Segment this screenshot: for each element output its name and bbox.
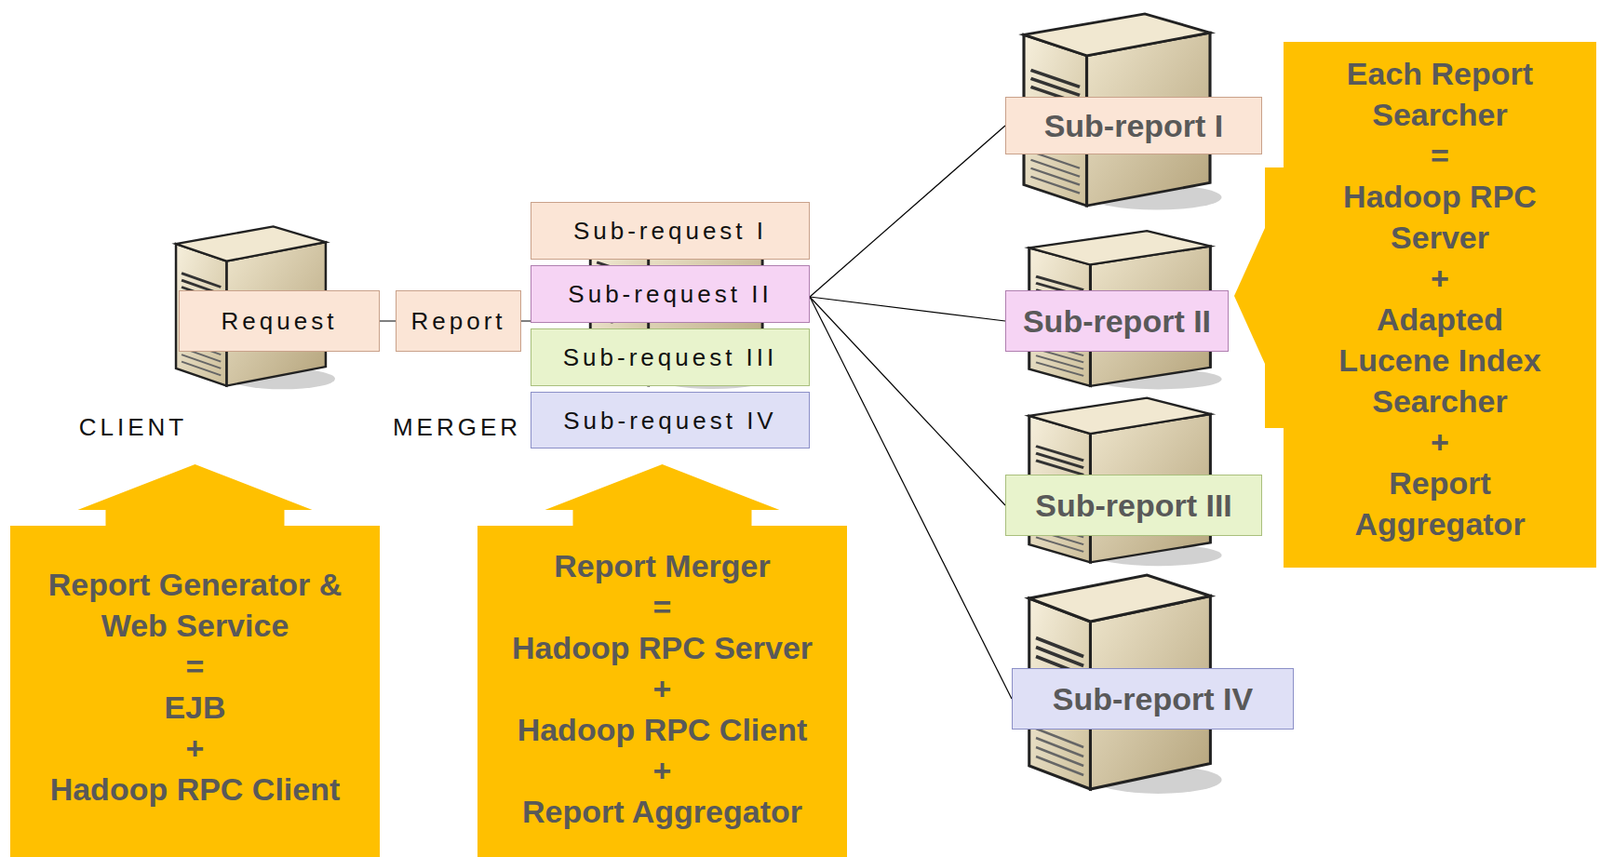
callout-text: Hadoop RPC Client xyxy=(477,709,848,751)
callout-text: EJB xyxy=(27,686,364,728)
connector-line xyxy=(809,296,1006,506)
connector-line xyxy=(809,125,1006,297)
callout-text: Hadoop RPC Server xyxy=(1326,175,1555,258)
merger-callout: Report Merger=Hadoop RPC Server+Hadoop R… xyxy=(477,464,848,857)
callout-text: = xyxy=(27,645,364,687)
callout-text: = xyxy=(477,586,848,628)
client-node: CLIENTRequest xyxy=(168,219,380,393)
callout-text: + xyxy=(477,668,848,710)
callout-text: Report Merger xyxy=(477,545,848,587)
sub-request-box: Sub-request IV xyxy=(530,391,810,449)
callout-text: Report Aggregator xyxy=(1326,462,1555,545)
callout-text: Report Generator & Web Service xyxy=(27,564,364,646)
callout-text: Hadoop RPC Client xyxy=(27,768,364,810)
report-box: Report xyxy=(395,290,522,352)
box-label: Sub-report III xyxy=(1027,484,1240,526)
merger-node: MERGERSub-request ISub-request IISub-req… xyxy=(530,201,810,449)
callout-text: + xyxy=(27,727,364,769)
client-callout: Report Generator & Web Service=EJB+Hadoo… xyxy=(10,464,380,857)
callout-text: Each Report Searcher xyxy=(1326,53,1555,135)
box-label: Sub-request II xyxy=(560,280,780,309)
callout-text: Hadoop RPC Server xyxy=(477,627,848,669)
server-label: MERGER xyxy=(353,413,522,442)
sub-report-box: Sub-report I xyxy=(1005,96,1263,155)
sub-request-box: Sub-request II xyxy=(530,265,810,323)
box-label: Sub-report IV xyxy=(1045,678,1261,720)
box-label: Sub-report II xyxy=(1015,300,1219,342)
sub-report-box: Sub-report II xyxy=(1005,290,1229,352)
callout-text: Adapted Lucene Index Searcher xyxy=(1326,298,1555,422)
box-label: Sub-request IV xyxy=(555,406,784,435)
callout-outline xyxy=(477,464,848,857)
box-label: Sub-report I xyxy=(1036,105,1232,147)
callout-outline xyxy=(1234,41,1597,568)
connector-line xyxy=(809,296,1006,322)
callout-text: + xyxy=(1326,257,1555,299)
searcher-callout: Each Report Searcher=Hadoop RPC Server+A… xyxy=(1234,41,1597,568)
box-label: Sub-request I xyxy=(565,216,775,245)
callout-text: = xyxy=(1326,134,1555,176)
box-label: Sub-request III xyxy=(555,343,786,372)
sub-report-box: Sub-report IV xyxy=(1011,668,1294,730)
sub-report-box: Sub-report III xyxy=(1005,474,1263,537)
box-label: Report xyxy=(403,307,513,336)
callout-text: Report Aggregator xyxy=(477,791,848,833)
server-label: CLIENT xyxy=(77,413,189,442)
callout-text: + xyxy=(1326,421,1555,463)
sub-request-box: Sub-request III xyxy=(530,328,810,387)
callout-text: + xyxy=(477,750,848,792)
box-label: Request xyxy=(214,307,346,336)
callout-outline xyxy=(10,464,380,857)
request-box: Request xyxy=(178,290,380,352)
sub-request-box: Sub-request I xyxy=(530,201,810,260)
